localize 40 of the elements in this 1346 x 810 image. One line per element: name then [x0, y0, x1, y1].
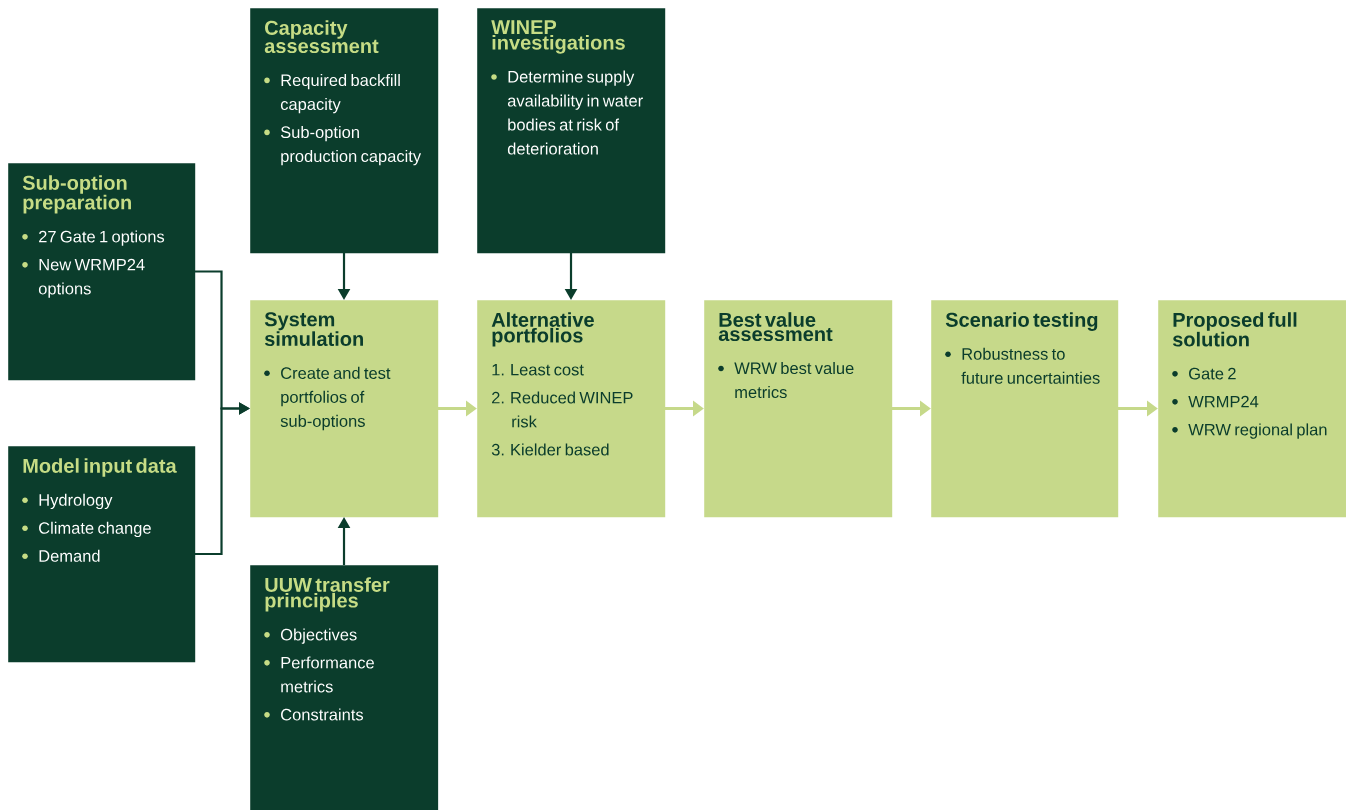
box-heading: WINEP investigations	[491, 20, 625, 54]
box-heading: Model input data	[23, 458, 177, 477]
list-item: WRW regional plan	[1172, 423, 1327, 439]
process-box	[704, 300, 893, 518]
list-item: 2. Reduced WINEP risk	[492, 391, 633, 428]
list-item: Required backfill capacity	[264, 73, 400, 114]
box-heading: Sub-option preparation	[22, 175, 131, 214]
input-box	[250, 565, 439, 810]
list-item: Determine supply availability in water bodies at risk of deterioration	[491, 70, 643, 155]
list-item: Objectives	[264, 628, 357, 644]
list-item: 1. Least cost	[492, 364, 584, 376]
input-box	[250, 8, 439, 254]
process-box	[1158, 300, 1346, 518]
input-box	[8, 163, 196, 381]
process-box	[477, 300, 666, 518]
list-item: 27 Gate 1 options	[22, 230, 165, 246]
box-heading: Alternative portfolios	[491, 312, 594, 347]
process-box	[931, 300, 1119, 518]
list-item: Constraints	[264, 708, 364, 721]
list-item: Sub-option production capacity	[264, 125, 422, 166]
box-heading: Proposed full solution	[1172, 312, 1297, 347]
list-item: Robustness to future uncertainties	[945, 347, 1100, 384]
process-box	[250, 300, 439, 518]
box-heading: UUW transfer principles	[265, 577, 390, 612]
input-box	[477, 8, 666, 254]
box-heading: Scenario testing	[945, 312, 1098, 331]
list-item: Climate change	[22, 521, 151, 538]
list-item: New WRMP24 options	[22, 258, 145, 298]
list-item: Hydrology	[22, 493, 113, 510]
box-heading: System simulation	[264, 312, 363, 346]
box-heading: Best value assessment	[718, 312, 833, 342]
list-item: Demand	[22, 549, 100, 562]
list-item: Create and test portfolios of sub-options	[264, 366, 391, 431]
list-item: Gate 2	[1172, 367, 1236, 380]
list-item: 3. Kielder based	[491, 443, 609, 456]
list-item: WRW best value metrics	[718, 362, 854, 399]
input-box	[8, 446, 196, 663]
box-heading: Capacity assessment	[264, 20, 379, 54]
list-item: WRMP24	[1172, 395, 1259, 408]
list-item: Performance metrics	[264, 656, 374, 693]
